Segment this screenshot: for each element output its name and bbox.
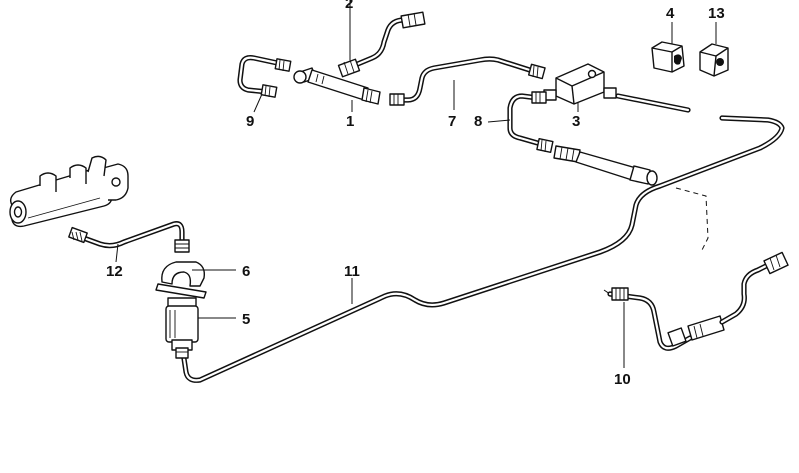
cap-clip-4: [651, 41, 685, 73]
callout-13: 13: [708, 5, 725, 22]
callout-11: 11: [344, 263, 360, 280]
callout-6: 6: [242, 263, 250, 280]
brake-line-9: [237, 55, 292, 98]
distribution-block-3: [543, 63, 617, 105]
brake-line-10: [603, 251, 789, 351]
master-cylinder: [9, 155, 129, 228]
callout-1: 1: [346, 113, 354, 130]
brake-line-7: [389, 56, 546, 106]
bracket-clip-6: [155, 261, 207, 299]
rear-brake-hose: [553, 145, 709, 251]
callout-4: 4: [666, 5, 675, 22]
main-brake-line-11: [180, 93, 785, 383]
callout-3: 3: [572, 113, 580, 130]
brake-hose-1: [293, 67, 381, 105]
brake-hose-2: [337, 0, 426, 78]
callout-12: 12: [106, 263, 123, 280]
callout-2: 2: [345, 0, 353, 12]
callout-5: 5: [242, 311, 250, 328]
callout-10: 10: [614, 371, 631, 388]
valve-body-5: [165, 297, 199, 359]
brake-line-12: [68, 221, 190, 253]
callout-8: 8: [474, 113, 482, 130]
callout-labels: 1 2 3 4 5 6 7 8 9 10 11 12 13: [106, 0, 725, 388]
callout-9: 9: [246, 113, 254, 130]
leader-lines: [115, 22, 717, 368]
brake-line-8: [507, 91, 554, 154]
cap-clip-13: [699, 43, 729, 77]
callout-7: 7: [448, 113, 456, 130]
